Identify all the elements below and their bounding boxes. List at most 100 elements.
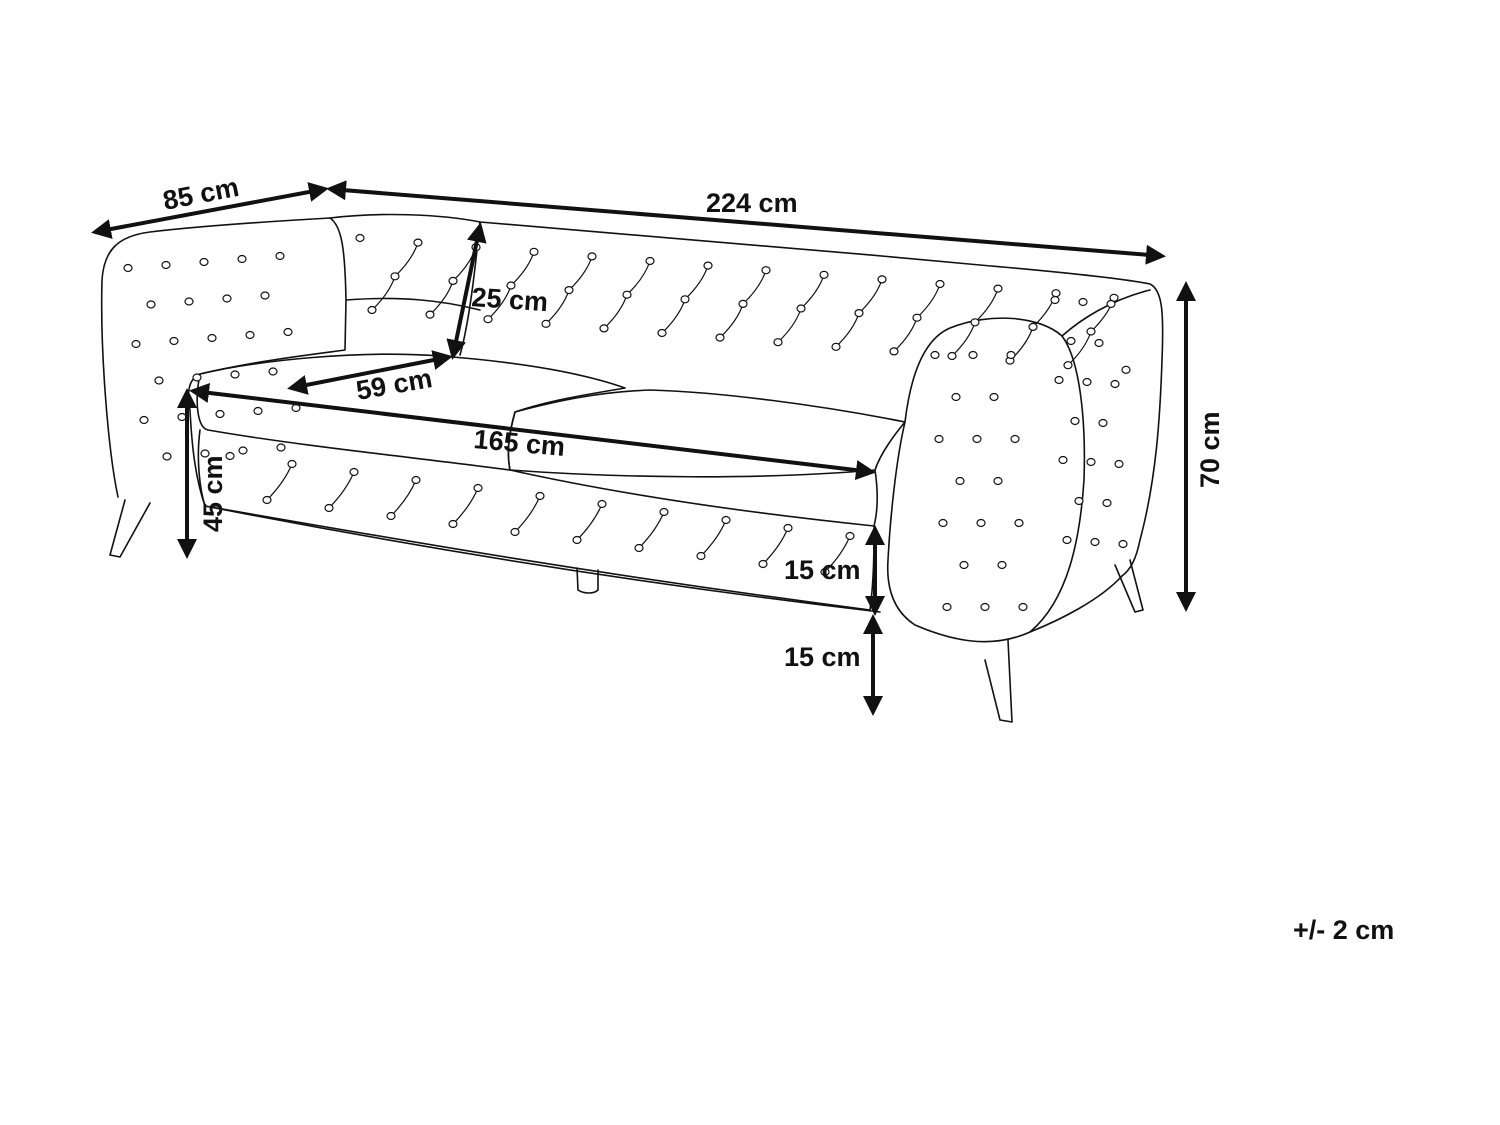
tuft-button bbox=[222, 294, 232, 303]
tuft-button bbox=[1106, 299, 1116, 309]
tuft-button bbox=[184, 297, 194, 306]
tuft-button bbox=[535, 491, 545, 501]
tuft-button bbox=[572, 535, 582, 545]
tuft-button bbox=[287, 459, 297, 469]
tuft-seam bbox=[684, 265, 709, 300]
tuft-button bbox=[738, 299, 748, 308]
tuft-button bbox=[947, 351, 957, 361]
tuft-seam bbox=[390, 479, 417, 517]
tuft-seam bbox=[510, 251, 535, 286]
depth-label: 85 cm bbox=[160, 172, 241, 216]
tuft-button bbox=[276, 443, 286, 452]
tuft-button bbox=[161, 260, 171, 270]
tuft-button bbox=[659, 507, 669, 517]
tuft-button bbox=[1050, 295, 1060, 305]
backrest-height-label: 25 cm bbox=[471, 282, 549, 317]
tuft-button bbox=[1086, 327, 1096, 336]
tuft-button bbox=[597, 499, 607, 509]
tuft-button bbox=[721, 515, 731, 525]
tuft-button bbox=[390, 272, 400, 281]
tuft-button bbox=[411, 475, 421, 485]
tuft-button bbox=[260, 291, 270, 300]
tuft-seam bbox=[858, 279, 883, 314]
tuft-button bbox=[959, 560, 969, 570]
tuft-button bbox=[146, 300, 156, 309]
tuft-button bbox=[1010, 434, 1020, 444]
tuft-button bbox=[1118, 539, 1128, 549]
seat-height-label: 45 cm bbox=[198, 455, 228, 532]
tuft-button bbox=[989, 392, 999, 402]
seat-cushion-height-label: 15 cm bbox=[784, 555, 861, 585]
tuft-button bbox=[1070, 416, 1080, 426]
tuft-button bbox=[997, 560, 1007, 570]
tuft-button bbox=[976, 518, 986, 528]
tuft-seam bbox=[429, 280, 454, 316]
tuft-seam bbox=[576, 503, 603, 541]
tuft-button bbox=[1121, 365, 1131, 374]
tuft-button bbox=[1014, 518, 1024, 528]
tuft-button bbox=[139, 415, 149, 425]
tuft-seam bbox=[328, 471, 355, 509]
tuft-button bbox=[1110, 379, 1120, 389]
tuft-button bbox=[192, 373, 202, 382]
tuft-button bbox=[448, 519, 458, 529]
tuft-button bbox=[367, 305, 377, 315]
seat-width-label: 165 cm bbox=[472, 424, 566, 462]
tuft-seam bbox=[568, 256, 593, 291]
tuft-seam bbox=[452, 487, 479, 525]
tuft-seam bbox=[626, 260, 651, 296]
tuft-button bbox=[634, 543, 644, 553]
tuft-seam bbox=[951, 322, 976, 357]
tuft-button bbox=[972, 434, 982, 444]
tuft-button bbox=[245, 330, 255, 340]
sofa-leg-right-back bbox=[1114, 559, 1144, 613]
tuft-seam bbox=[266, 463, 293, 501]
sofa-right-arm bbox=[886, 317, 1086, 643]
tuft-button bbox=[268, 367, 278, 376]
tuft-seam bbox=[661, 299, 686, 334]
tuft-button bbox=[1051, 289, 1061, 298]
tuft-button bbox=[275, 251, 285, 261]
tuft-button bbox=[680, 295, 690, 304]
tuft-button bbox=[1078, 297, 1088, 307]
depth-arrow bbox=[91, 182, 329, 239]
tuft-button bbox=[968, 350, 978, 360]
tuft-button bbox=[796, 304, 806, 313]
tuft-seam bbox=[893, 317, 918, 352]
sofa-leg-left bbox=[109, 499, 151, 558]
tuft-button bbox=[599, 324, 609, 333]
tuft-button bbox=[696, 551, 706, 561]
tuft-button bbox=[1058, 455, 1068, 465]
tuft-button bbox=[355, 233, 365, 243]
tuft-button bbox=[541, 319, 551, 328]
tuft-seam bbox=[514, 495, 541, 533]
seat-depth-arrow bbox=[287, 350, 453, 395]
tuft-button bbox=[1086, 457, 1096, 467]
tuft-button bbox=[349, 467, 359, 477]
total-height-label: 70 cm bbox=[1195, 411, 1225, 488]
tuft-seam bbox=[835, 312, 860, 348]
tuft-button bbox=[889, 347, 899, 356]
tuft-button bbox=[154, 376, 164, 385]
tuft-button bbox=[993, 284, 1003, 293]
tuft-button bbox=[262, 495, 272, 505]
tuft-button bbox=[951, 392, 961, 402]
tuft-button bbox=[831, 342, 841, 351]
tuft-seam bbox=[371, 276, 396, 311]
tuft-button bbox=[1090, 537, 1100, 547]
tuft-button bbox=[162, 452, 172, 461]
tuft-seam bbox=[394, 242, 419, 277]
tuft-button bbox=[177, 412, 187, 422]
backrest-height-arrow bbox=[446, 222, 487, 360]
tuft-button bbox=[645, 256, 655, 266]
tuft-seam bbox=[638, 511, 665, 549]
tuft-seam bbox=[800, 274, 825, 309]
tuft-button bbox=[877, 275, 887, 284]
tuft-button bbox=[1006, 350, 1016, 360]
tuft-button bbox=[761, 266, 771, 275]
tuft-seam bbox=[545, 289, 570, 325]
tuft-button bbox=[510, 527, 520, 537]
tuft-seam bbox=[603, 294, 628, 329]
tuft-button bbox=[506, 281, 516, 290]
